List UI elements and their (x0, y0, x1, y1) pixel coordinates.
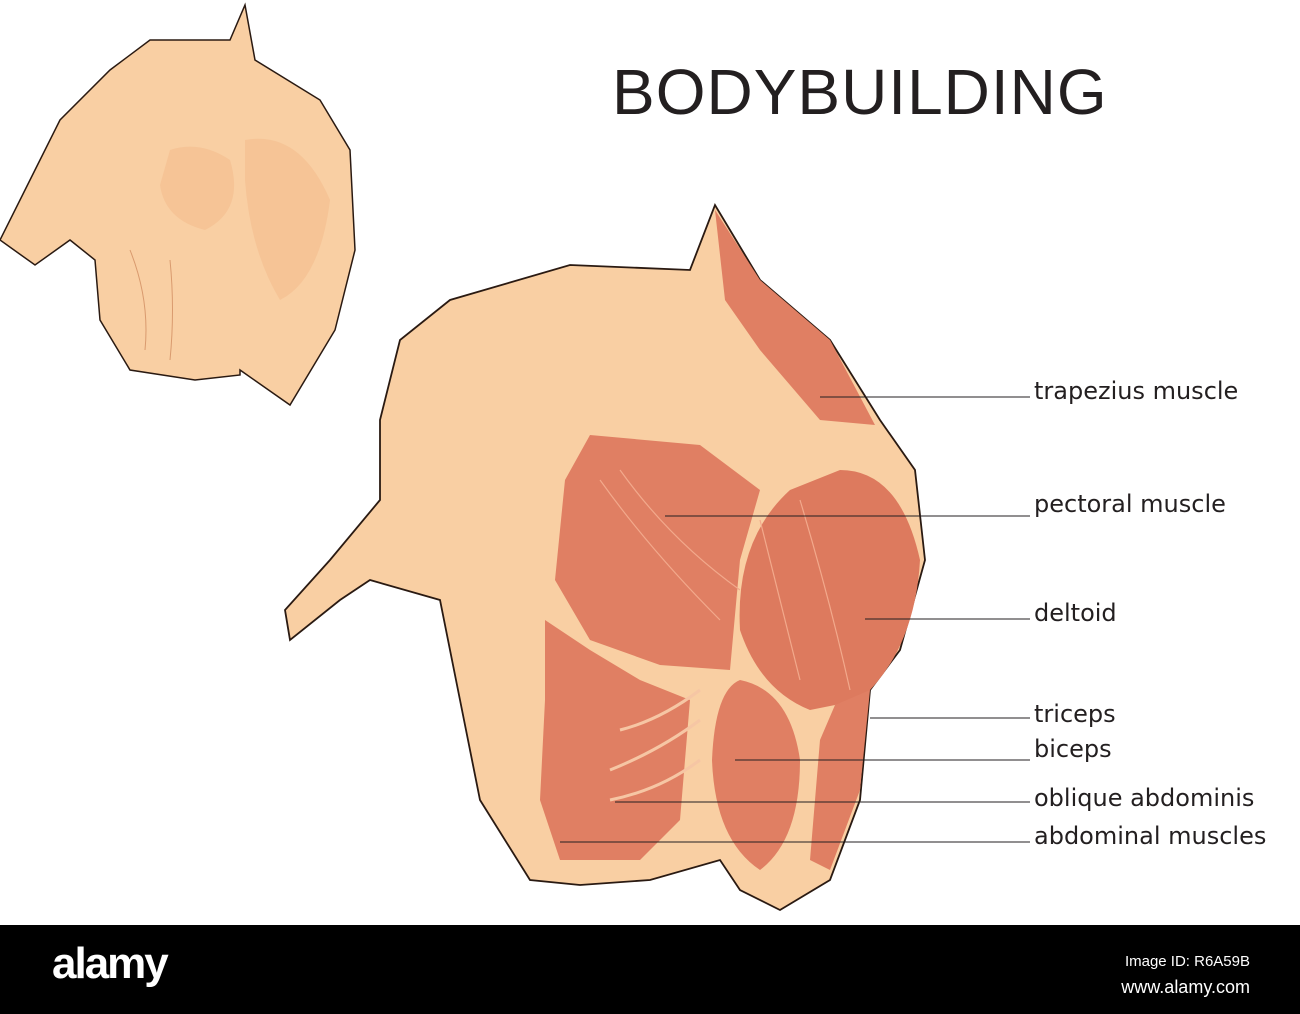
label-pectoral: pectoral muscle (1034, 490, 1226, 518)
label-trapezius: trapezius muscle (1034, 377, 1239, 405)
watermark-footer: alamy Image ID: R6A59B www.alamy.com (0, 925, 1300, 1014)
leader-lines (560, 396, 1030, 843)
small-torso (0, 2, 356, 407)
trapezius-muscle (715, 210, 875, 425)
label-oblique: oblique abdominis (1034, 784, 1255, 812)
abdominal-muscle (540, 620, 690, 860)
footer-url: www.alamy.com (1121, 977, 1250, 997)
anatomy-illustration (0, 2, 1030, 912)
label-abdominal: abdominal muscles (1034, 822, 1267, 850)
label-deltoid: deltoid (1034, 599, 1117, 627)
deltoid-muscle (739, 470, 920, 710)
alamy-logo: alamy (52, 939, 169, 988)
triceps-muscle (810, 690, 870, 870)
page-title: BODYBUILDING (612, 56, 1108, 128)
biceps-muscle (712, 680, 800, 870)
large-torso (284, 202, 926, 912)
label-biceps: biceps (1034, 735, 1112, 763)
label-triceps: triceps (1034, 700, 1116, 728)
image-id: Image ID: R6A59B (1124, 953, 1250, 970)
